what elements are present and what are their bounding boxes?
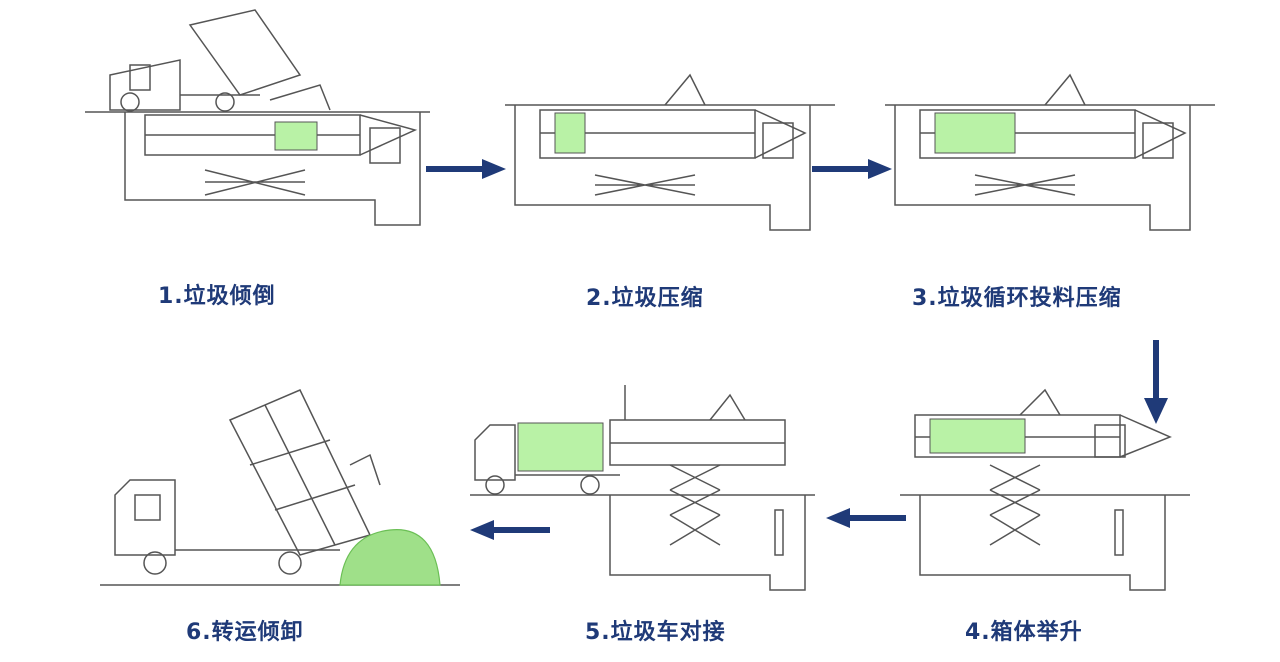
step-2-illustration: [505, 65, 835, 235]
compression-drawing: [505, 73, 835, 231]
arrow-left-icon: [826, 508, 906, 528]
arrow-left-icon: [470, 520, 550, 540]
station-dump-drawing: [85, 9, 430, 226]
step-1-illustration: [85, 0, 430, 235]
arrow-right-icon: [812, 159, 892, 179]
step-4-caption: 4.箱体举升: [965, 620, 1083, 645]
truck-docking-drawing: [470, 385, 815, 591]
step-4-illustration: [900, 385, 1190, 595]
step-6-caption: 6.转运倾卸: [186, 620, 304, 645]
step-3-caption: 3.垃圾循环投料压缩: [912, 286, 1122, 311]
cyclic-compression-drawing: [885, 73, 1215, 231]
step-1-caption: 1.垃圾倾倒: [158, 284, 276, 309]
step-5-illustration: [470, 385, 815, 595]
step-5-caption: 5.垃圾车对接: [585, 620, 726, 645]
step-3-illustration: [885, 65, 1215, 235]
step-6-illustration: [100, 385, 460, 595]
box-lift-drawing: [900, 388, 1190, 591]
arrow-down-icon: [1144, 340, 1168, 424]
transfer-dump-drawing: [100, 389, 460, 586]
step-2-caption: 2.垃圾压缩: [586, 286, 704, 311]
arrow-right-icon: [426, 159, 506, 179]
